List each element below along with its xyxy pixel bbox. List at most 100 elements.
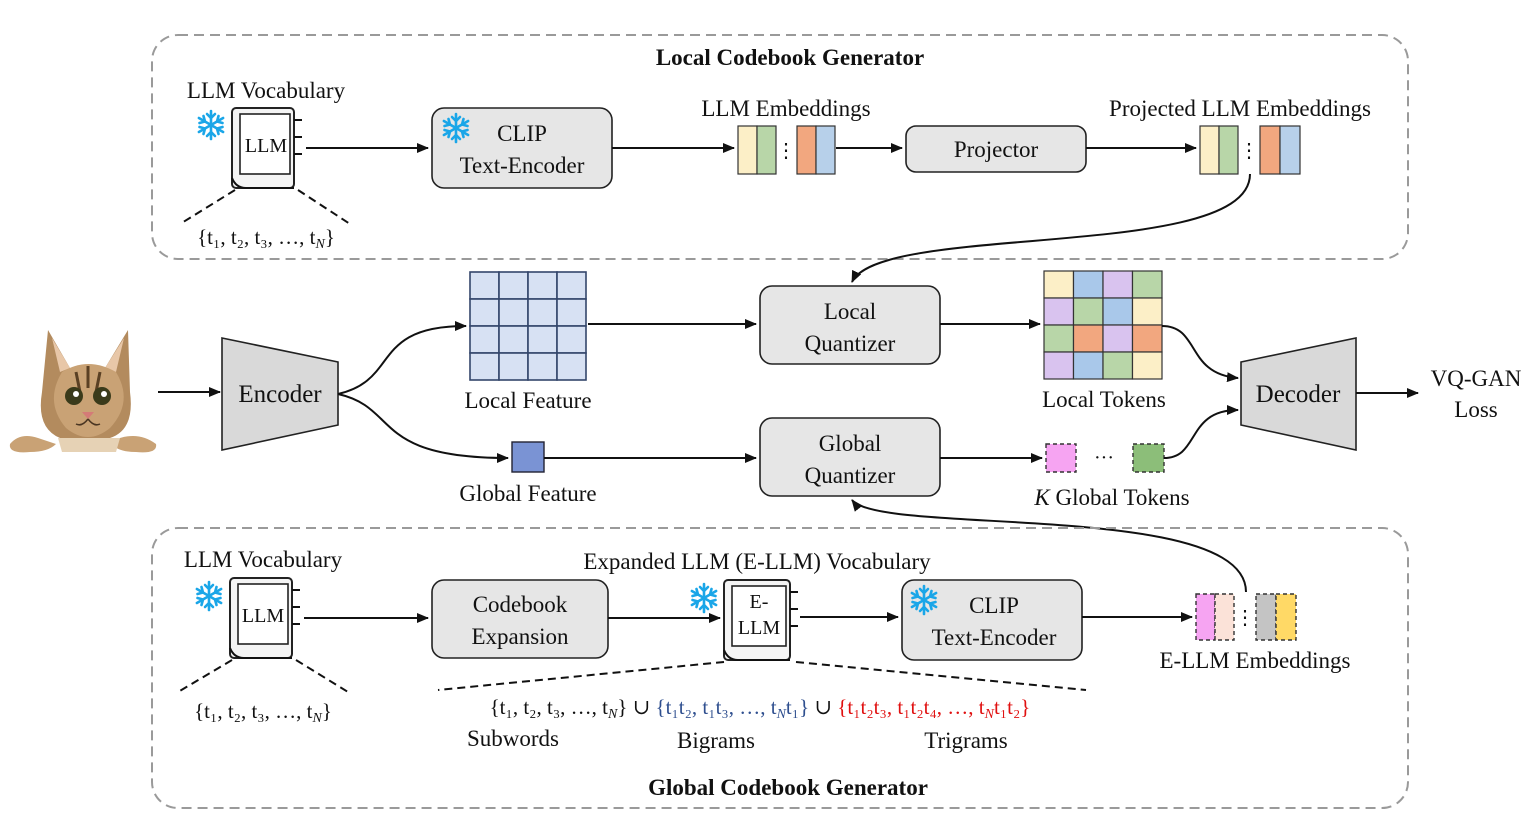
token-set: {t₁, t₂, t₃, …, tN} [194, 699, 332, 726]
local-quantizer-label: Quantizer [805, 331, 896, 356]
encoder-label: Encoder [238, 381, 322, 408]
cat-input-image [9, 330, 157, 453]
clip-text-encoder-label: Text-Encoder [460, 153, 585, 178]
frozen-snowflake-icon [197, 109, 225, 141]
llm-embeddings-label: LLM Embeddings [701, 96, 870, 121]
local-token-cell [1102, 270, 1134, 299]
projector-label: Projector [954, 137, 1039, 162]
main-pipeline: Encoder Local Feature Global Feature Loc… [9, 270, 1522, 510]
local-feature-cell [469, 271, 500, 300]
ellm-embeddings-strip: ⋮ [1195, 593, 1297, 641]
local-feature-cell [469, 352, 500, 381]
local-feature-cell [556, 271, 587, 300]
arrow-encoder-to-local-feature [337, 321, 467, 395]
token-set: {t₁, t₂, t₃, …, tN} [197, 225, 335, 252]
expansion-dashed-line [177, 659, 233, 693]
arrow-encoder-to-global-feature [337, 393, 509, 463]
local-feature-grid [469, 271, 587, 381]
expansion-dashed-line [295, 659, 349, 693]
local-feature-label: Local Feature [464, 388, 591, 413]
local-token-cell [1102, 324, 1134, 353]
projected-embeddings-label: Projected LLM Embeddings [1109, 96, 1371, 121]
projected-embeddings-strip: ⋮ [1199, 125, 1301, 175]
local-feature-cell [527, 298, 558, 327]
svg-text:⋮: ⋮ [1239, 140, 1259, 162]
local-token-cell [1072, 270, 1104, 299]
local-feature-cell [527, 325, 558, 354]
bigrams-label: Bigrams [677, 728, 755, 753]
local-token-cell [1043, 351, 1075, 380]
global-token [1045, 443, 1077, 473]
local-feature-cell [527, 352, 558, 381]
local-feature-cell [469, 325, 500, 354]
llm-book-label: LLM [245, 135, 287, 157]
global-feature-cell [511, 441, 545, 473]
local-feature-cell [556, 325, 587, 354]
arrow-projected-to-local-quantizer [851, 173, 1251, 283]
local-feature-cell [498, 298, 529, 327]
local-feature-cell [527, 271, 558, 300]
decoder-label: Decoder [1256, 381, 1341, 408]
expansion-dashed-line [179, 189, 236, 225]
local-token-cell [1131, 351, 1163, 380]
llm-vocabulary-label: LLM Vocabulary [187, 78, 346, 103]
local-feature-cell [498, 271, 529, 300]
codebook-expansion-label: Expansion [471, 624, 569, 649]
llm-book-icon: LLM [229, 577, 300, 659]
global-quantizer-label: Global [819, 431, 882, 456]
local-feature-cell [498, 352, 529, 381]
llm-book-label: LLM [242, 605, 284, 627]
clip-text-encoder-label: CLIP [497, 121, 547, 146]
local-tokens-label: Local Tokens [1042, 387, 1166, 412]
local-token-cell [1043, 297, 1075, 326]
ellm-embeddings-label: E-LLM Embeddings [1160, 648, 1351, 673]
global-generator-region [151, 527, 1409, 809]
arrow-global-tokens-to-decoder [1163, 405, 1239, 459]
trigrams-label: Trigrams [924, 728, 1008, 753]
frozen-snowflake-icon [195, 580, 223, 612]
clip-text-encoder-box [901, 579, 1083, 661]
trigrams-set: {t₁t₂t₃, t₁t₂t₄, …, t [837, 695, 985, 719]
clip-text-encoder-label: CLIP [969, 593, 1019, 618]
local-token-cell [1102, 297, 1134, 326]
expansion-dashed-line [437, 661, 725, 691]
local-feature-cell [556, 298, 587, 327]
arrow-ellm-embeddings-to-global-quantizer [851, 499, 1247, 593]
local-token-cell [1102, 351, 1134, 380]
global-quantizer-label: Quantizer [805, 463, 896, 488]
local-generator-region [151, 34, 1409, 260]
llm-vocabulary-label: LLM Vocabulary [184, 547, 343, 572]
global-token [1132, 443, 1165, 473]
local-feature-cell [498, 325, 529, 354]
codebook-expansion-label: Codebook [473, 592, 568, 617]
global-generator-title: Global Codebook Generator [648, 775, 928, 800]
local-codebook-generator: Local Codebook Generator LLM Vocabulary … [151, 34, 1409, 260]
expansion-dashed-line [795, 661, 1087, 691]
arrow-local-tokens-to-decoder [1161, 325, 1239, 383]
local-generator-title: Local Codebook Generator [656, 45, 924, 70]
local-token-cell [1043, 324, 1075, 353]
local-tokens-grid [1043, 270, 1163, 380]
svg-text:⋮: ⋮ [776, 140, 796, 162]
ellm-book-label: E- [750, 591, 769, 613]
local-token-cell [1072, 351, 1104, 380]
clip-text-encoder-label: Text-Encoder [932, 625, 1057, 650]
local-token-cell [1131, 270, 1163, 299]
svg-text:⋮: ⋮ [1235, 607, 1255, 629]
expanded-vocabulary-formula: {t₁, t₂, t₃, …, tN} ∪ {t₁t₂, t₁t₃, …, tN… [490, 695, 1031, 722]
local-feature-cell [469, 298, 500, 327]
ellm-book-label: LLM [738, 617, 780, 639]
local-feature-cell [556, 352, 587, 381]
vq-gan-loss-label: VQ-GAN [1431, 366, 1522, 391]
subwords-label: Subwords [467, 726, 559, 751]
local-token-cell [1131, 324, 1163, 353]
bigrams-set: {t₁t₂, t₁t₃, …, t [656, 695, 777, 719]
global-codebook-generator: LLM Vocabulary LLM {t₁, t₂, t₃, …, tN} C… [151, 527, 1409, 809]
ellm-book-icon: E- LLM [723, 579, 798, 661]
llm-book-icon: LLM [231, 107, 302, 189]
local-token-cell [1131, 297, 1163, 326]
subwords-set: {t₁, t₂, t₃, …, t [490, 695, 609, 719]
expanded-vocabulary-label: Expanded LLM (E-LLM) Vocabulary [583, 549, 931, 574]
frozen-snowflake-icon [690, 582, 718, 614]
